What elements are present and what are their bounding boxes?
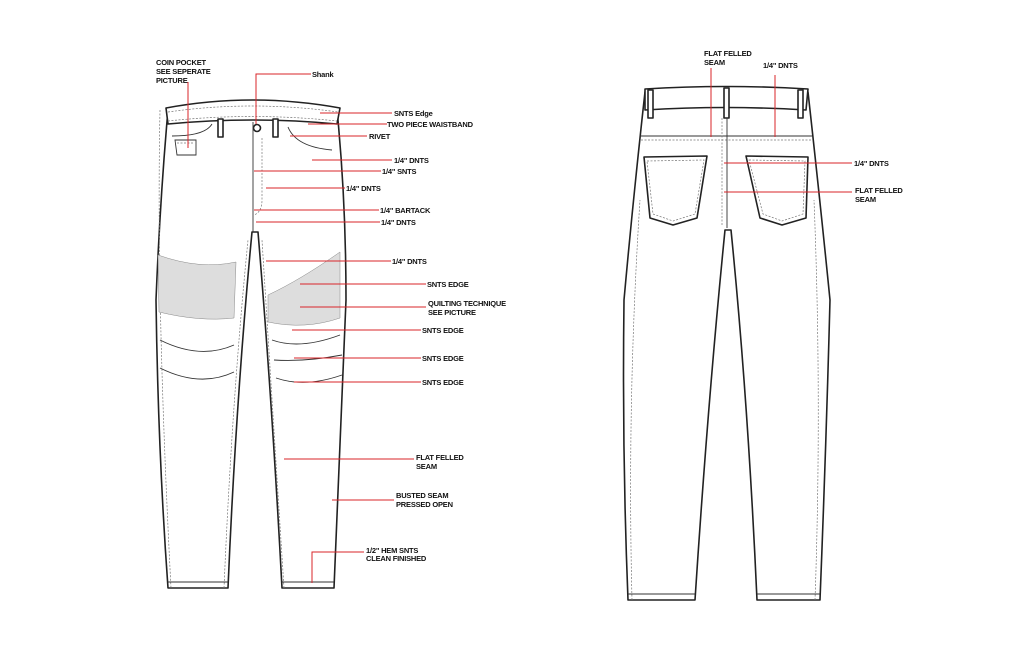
label-two-piece-waistband: TWO PIECE WAISTBAND: [387, 120, 474, 129]
label-back-flat-felled-right: FLAT FELLED: [855, 186, 903, 195]
label-snts-edge-4: SNTS EDGE: [422, 378, 464, 387]
label-back-dnts-top: 1/4" DNTS: [763, 61, 798, 70]
front-jeans-drawing: [155, 99, 347, 589]
label-snts-edge-waist: SNTS Edge: [394, 109, 433, 118]
label-dnts-3: 1/4" DNTS: [381, 218, 416, 227]
label-back-flat-felled-top-2: SEAM: [704, 58, 725, 67]
label-coin-pocket: COIN POCKET: [156, 58, 207, 67]
label-hem-2: CLEAN FINISHED: [366, 554, 427, 563]
label-hem: 1/2" HEM SNTS: [366, 546, 418, 555]
label-snts-1: 1/4" SNTS: [382, 167, 416, 176]
back-jeans-drawing: [622, 85, 831, 601]
label-busted-seam: BUSTED SEAM: [396, 491, 448, 500]
left-quilted-panel: [157, 254, 237, 320]
label-dnts-1: 1/4" DNTS: [394, 156, 429, 165]
label-snts-edge-3: SNTS EDGE: [422, 354, 464, 363]
label-quilting: QUILTING TECHNIQUE: [428, 299, 506, 308]
label-dnts-4: 1/4" DNTS: [392, 257, 427, 266]
label-bartack: 1/4" BARTACK: [380, 206, 431, 215]
label-busted-seam-2: PRESSED OPEN: [396, 500, 453, 509]
back-pocket-left: [643, 155, 708, 226]
label-snts-edge-1: SNTS EDGE: [427, 280, 469, 289]
label-quilting-2: SEE PICTURE: [428, 308, 476, 317]
label-snts-edge-2: SNTS EDGE: [422, 326, 464, 335]
front-callouts: COIN POCKET SEE SEPERATE PICTURE Shank S…: [156, 58, 506, 583]
label-flat-felled-2: SEAM: [416, 462, 437, 471]
label-rivet: RIVET: [369, 132, 391, 141]
label-dnts-2: 1/4" DNTS: [346, 184, 381, 193]
label-back-dnts-right: 1/4" DNTS: [854, 159, 889, 168]
shank-button-icon: [252, 123, 262, 133]
label-coin-pocket-2: SEE SEPERATE: [156, 67, 211, 76]
label-back-flat-felled-right-2: SEAM: [855, 195, 876, 204]
label-coin-pocket-3: PICTURE: [156, 76, 188, 85]
back-callouts: FLAT FELLED SEAM 1/4" DNTS 1/4" DNTS FLA…: [704, 49, 904, 204]
label-flat-felled: FLAT FELLED: [416, 453, 464, 462]
label-back-flat-felled-top: FLAT FELLED: [704, 49, 752, 58]
label-shank: Shank: [312, 70, 335, 79]
